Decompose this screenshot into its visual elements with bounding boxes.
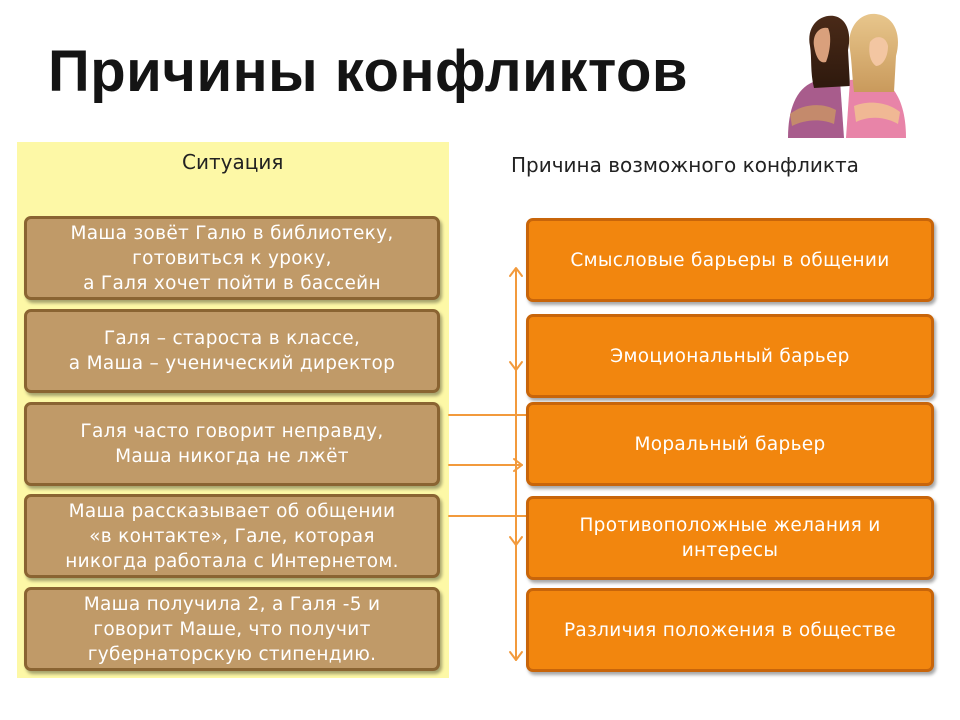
cause-box-2: Эмоциональный барьер	[526, 314, 934, 398]
cause-column-header: Причина возможного конфликта	[511, 153, 859, 177]
two-girls-photo	[788, 13, 906, 138]
situation-box-5: Маша получила 2, а Галя -5 и говорит Маш…	[24, 587, 440, 671]
situation-box-4: Маша рассказывает об общении «в контакте…	[24, 494, 440, 578]
cause-box-4: Противоположные желания и интересы	[526, 496, 934, 580]
cause-box-1: Смысловые барьеры в общении	[526, 218, 934, 302]
situation-box-2: Галя – староста в классе, а Маша – учени…	[24, 309, 440, 393]
situation-box-1: Маша зовёт Галю в библиотеку, готовиться…	[24, 216, 440, 300]
situation-column-header: Ситуация	[182, 150, 284, 174]
situation-box-3: Галя часто говорит неправду, Маша никогд…	[24, 402, 440, 486]
cause-box-3: Моральный барьер	[526, 402, 934, 486]
cause-box-5: Различия положения в обществе	[526, 588, 934, 672]
page-title: Причины конфликтов	[48, 39, 689, 104]
